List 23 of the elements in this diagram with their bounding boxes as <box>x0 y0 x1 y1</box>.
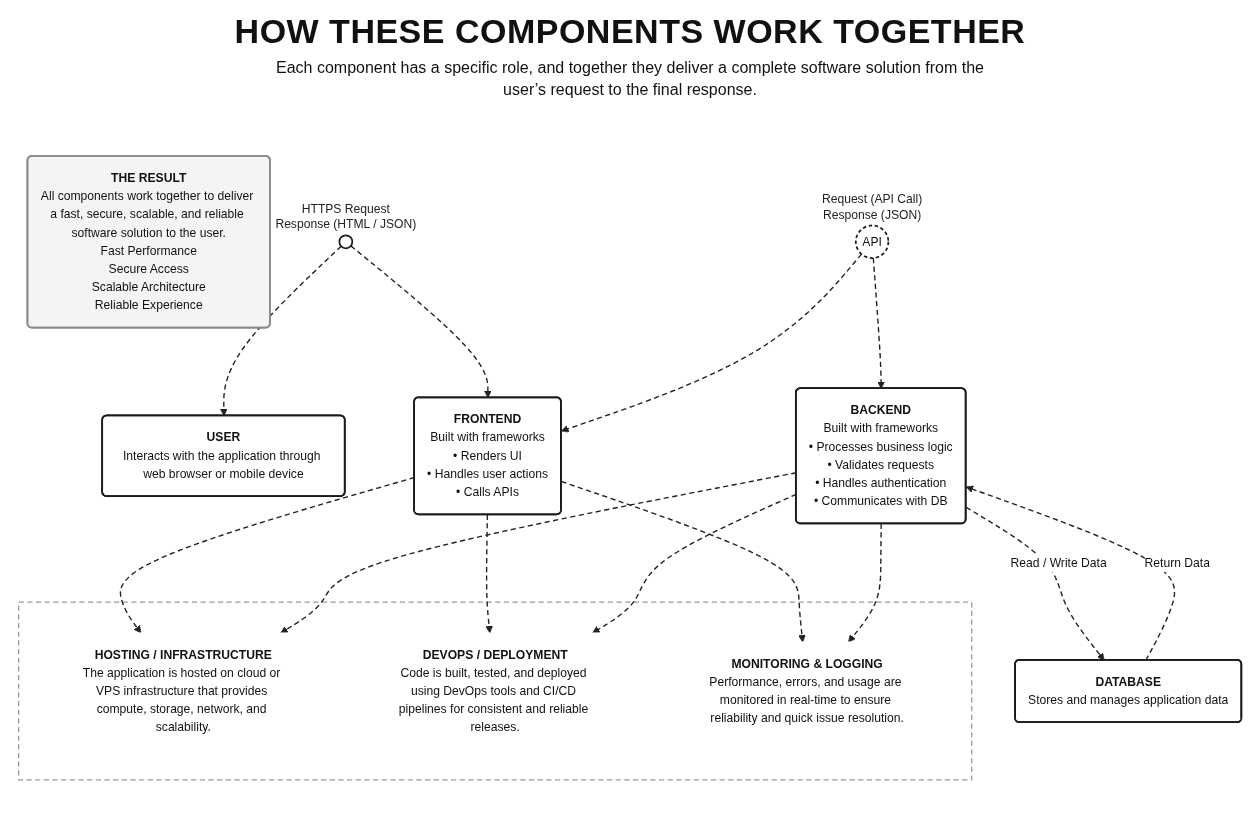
dashed-arrow <box>560 480 806 643</box>
node-caption: Response (HTML / JSON) <box>275 217 417 232</box>
component-box: DATABASE Stores and manages application data <box>1014 659 1243 724</box>
dashed-arrow <box>350 245 492 399</box>
result-panel: THE RESULT All components work together to deliver a fast, secure, scalable, and reliable software solution to the user. Fast Performance Secure Access Scalable Architecture Reliable Experience <box>26 155 271 329</box>
dashed-arrow <box>561 253 863 433</box>
component-box: BACKEND Built with frameworks • Processes business logic • Validates requests • Handles authentication • Communicates with DB <box>795 387 967 525</box>
subtitle-text: Each component has a specific role, and together they deliver a complete software solution from the user’s request to the final response. <box>275 58 985 100</box>
dashed-circle: API <box>854 224 890 260</box>
edge-label: Read / Write Data <box>1010 553 1107 573</box>
dashed-arrow <box>965 485 1176 662</box>
dashed-arrow <box>872 257 885 390</box>
component-box: USER Interacts with the application through web browser or mobile device <box>101 414 346 498</box>
title: HOW THESE COMPONENTS WORK TOGETHER <box>234 12 1026 51</box>
component-box: FRONTEND Built with frameworks • Renders UI • Handles user actions • Calls APIs <box>413 396 562 516</box>
node-caption: Response (JSON) <box>822 207 922 222</box>
circle-node <box>338 234 354 250</box>
dashed-arrow <box>220 245 342 417</box>
dashed-arrow <box>965 506 1105 661</box>
dashed-arrow <box>485 514 493 634</box>
node-caption: HTTPS Request <box>301 201 390 216</box>
node-caption: Request (API Call) <box>821 192 923 207</box>
dashed-arrow <box>848 523 882 643</box>
